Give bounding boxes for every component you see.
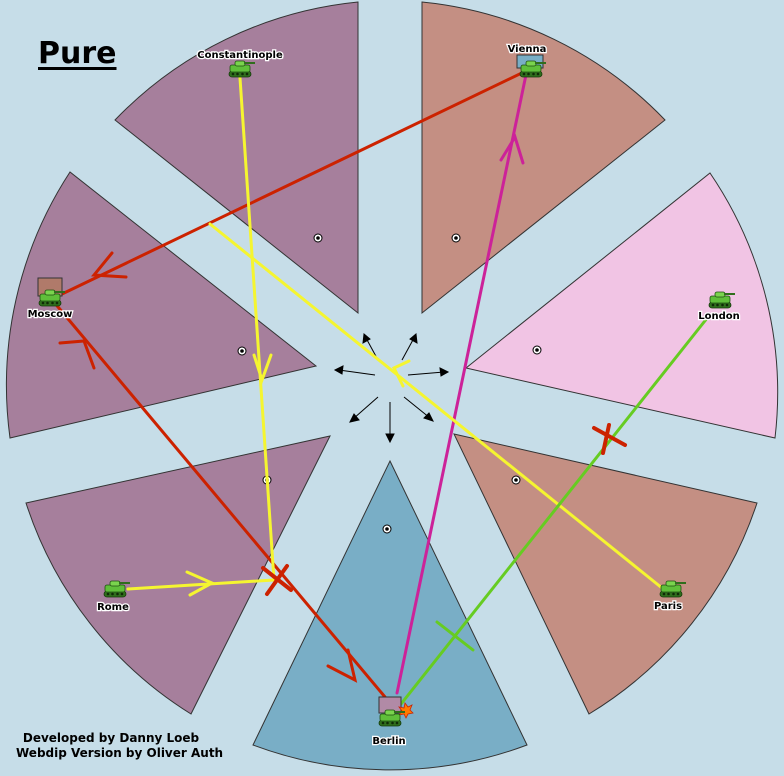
order-paris-support <box>208 222 664 590</box>
order-constantinople-to-rome <box>238 76 276 582</box>
map-title: Pure <box>38 36 117 71</box>
failed-order-cross-icon <box>592 423 627 455</box>
credits-line-1: Developed by Danny Loeb <box>22 731 200 745</box>
territory-label-berlin: Berlin <box>372 736 405 747</box>
credits-line-2: Webdip Version by Oliver Auth <box>16 746 224 760</box>
territory-label-constantinople: Constantinople <box>197 50 283 61</box>
supply-centers <box>237 233 542 534</box>
province-rome[interactable] <box>25 435 331 715</box>
dislodge-burst-icon <box>398 702 414 719</box>
territory-label-moscow: Moscow <box>28 309 73 320</box>
credits: Developed by Danny Loeb Webdip Version b… <box>16 731 224 761</box>
order-vienna-to-moscow <box>60 68 530 296</box>
territory-label-london: London <box>698 311 740 322</box>
order-rome-to-rome <box>126 578 276 591</box>
province-london[interactable] <box>464 172 779 439</box>
failed-order-markers <box>261 423 627 596</box>
province-moscow[interactable] <box>5 171 318 439</box>
province-constantinople[interactable] <box>114 1 359 315</box>
territory-label-paris: Paris <box>654 601 682 612</box>
territory-label-rome: Rome <box>97 602 129 613</box>
center-compass <box>333 333 450 444</box>
orders-layer <box>46 68 710 706</box>
territory-label-vienna: Vienna <box>508 44 547 55</box>
province-vienna[interactable] <box>421 1 666 315</box>
order-moscow-to-berlin <box>46 293 387 699</box>
order-berlin-to-vienna <box>395 68 529 695</box>
province-paris[interactable] <box>453 433 758 715</box>
failed-order-cross-icon <box>261 564 293 596</box>
province-berlin[interactable] <box>252 459 528 771</box>
order-london-support <box>399 315 710 706</box>
